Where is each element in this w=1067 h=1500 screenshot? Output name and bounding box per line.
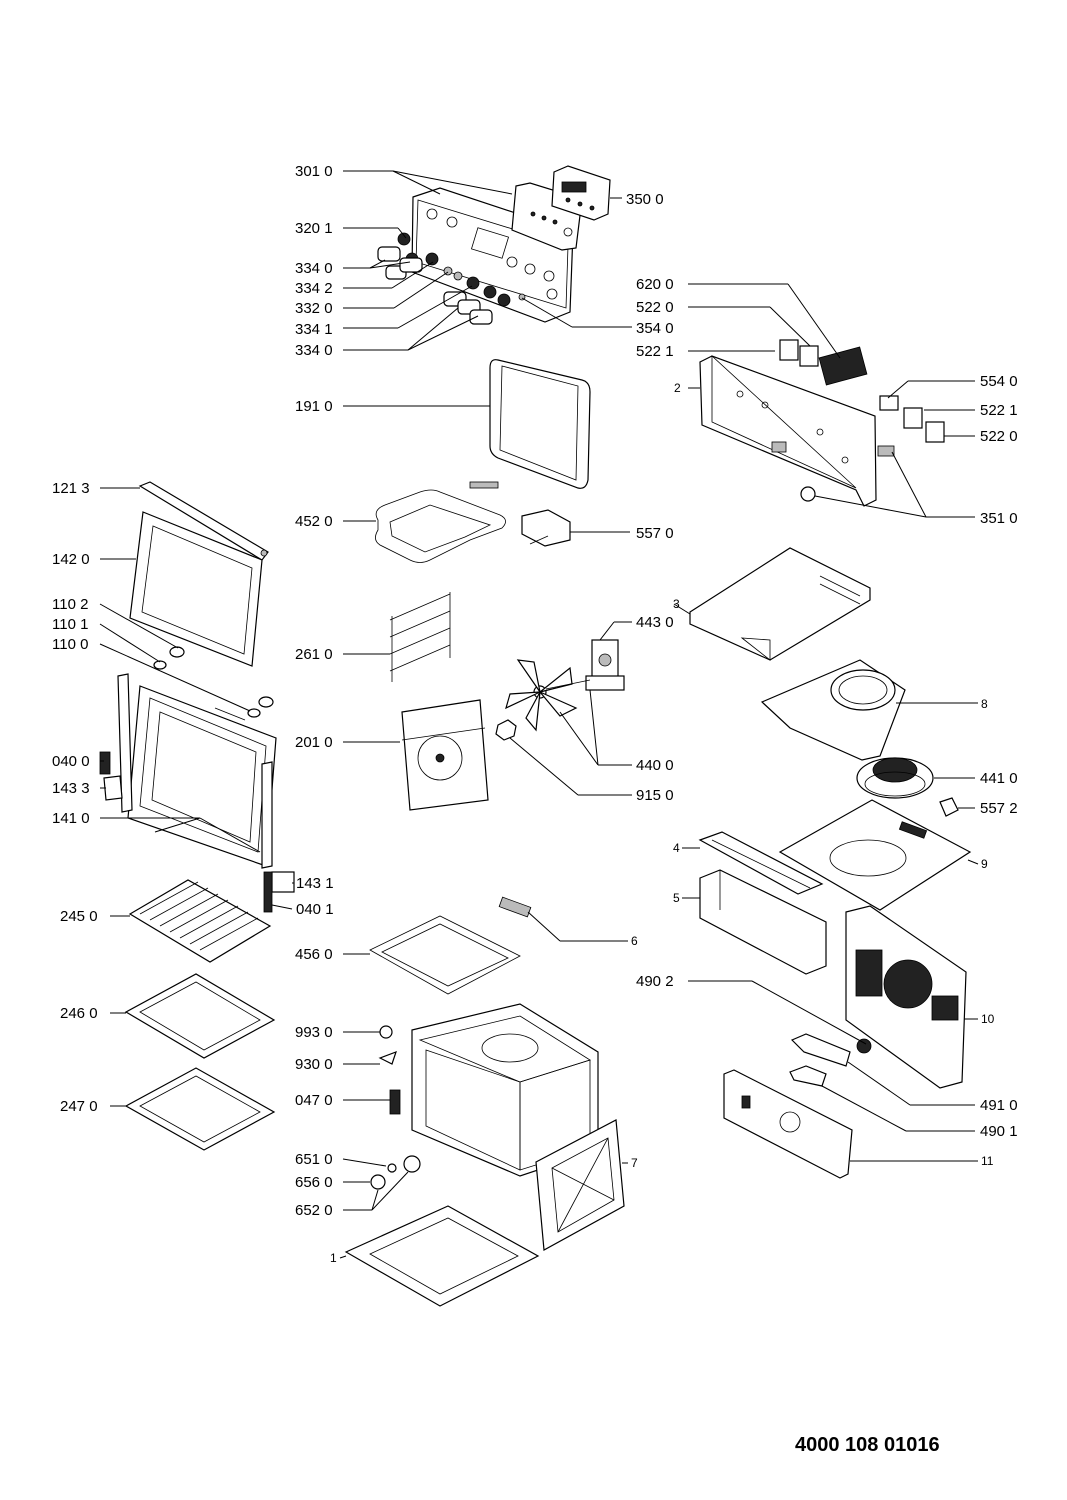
control-knobs xyxy=(377,232,526,325)
selector-switches xyxy=(779,339,945,502)
part-label: 332 0 xyxy=(295,300,333,317)
part-label: 557 2 xyxy=(980,800,1018,817)
leader-lines xyxy=(99,170,979,1259)
fan-housing xyxy=(760,659,906,761)
part-label: 191 0 xyxy=(295,398,333,415)
part-label: 620 0 xyxy=(636,276,674,293)
part-label: 522 0 xyxy=(636,299,674,316)
part-label: 040 1 xyxy=(296,901,334,918)
part-label: 491 0 xyxy=(980,1097,1018,1114)
clock-programmer xyxy=(551,165,611,221)
part-label: 201 0 xyxy=(295,734,333,751)
part-label: 993 0 xyxy=(295,1024,333,1041)
part-label: 441 0 xyxy=(980,770,1018,787)
part-label: 443 0 xyxy=(636,614,674,631)
door-top-trim xyxy=(138,481,269,561)
rear-cover xyxy=(723,1069,853,1179)
top-heating-element xyxy=(375,481,506,563)
part-label: 351 0 xyxy=(980,510,1018,527)
part-label: 110 0 xyxy=(52,636,88,653)
fan-cover xyxy=(401,699,489,811)
door-hinges xyxy=(99,751,295,913)
part-label: 5 xyxy=(673,891,680,905)
part-label: 350 0 xyxy=(626,191,664,208)
part-label: 320 1 xyxy=(295,220,333,237)
part-label: 522 1 xyxy=(980,402,1018,419)
part-label: 656 0 xyxy=(295,1174,333,1191)
outer-door-glass xyxy=(129,511,263,667)
bottom-plate xyxy=(344,1205,540,1307)
limit-thermostat xyxy=(939,797,959,817)
fan-blade xyxy=(505,659,591,732)
control-bracket xyxy=(699,355,877,507)
part-label: 354 0 xyxy=(636,320,674,337)
fan-motor xyxy=(585,639,625,691)
part-label: 247 0 xyxy=(60,1098,98,1115)
part-label: 490 2 xyxy=(636,973,674,990)
front-frame xyxy=(535,1119,625,1251)
deep-tray xyxy=(124,1067,276,1151)
part-label: 040 0 xyxy=(52,753,90,770)
part-label: 440 0 xyxy=(636,757,674,774)
part-label: 334 0 xyxy=(295,342,333,359)
part-label: 554 0 xyxy=(980,373,1018,390)
bottom-channel xyxy=(698,831,824,895)
small-parts xyxy=(370,1025,421,1190)
lower-heating-element xyxy=(369,896,532,995)
part-label: 142 0 xyxy=(52,551,90,568)
part-label: 557 0 xyxy=(636,525,674,542)
part-label: 143 3 xyxy=(52,780,90,797)
part-label: 3 xyxy=(673,597,680,611)
part-label: 4 xyxy=(673,841,680,855)
terminal-blocks xyxy=(789,1033,872,1087)
rear-panel xyxy=(845,905,967,1089)
part-label: 110 1 xyxy=(52,616,88,633)
door-seal xyxy=(489,359,591,489)
part-labels: 301 0 350 0 320 1 334 0 334 2 332 0 334 … xyxy=(52,163,1018,1265)
part-label: 9 xyxy=(981,857,988,871)
part-label: 141 0 xyxy=(52,810,90,827)
part-label: 651 0 xyxy=(295,1151,333,1168)
part-label: 452 0 xyxy=(295,513,333,530)
part-label: 121 3 xyxy=(52,480,90,497)
part-label: 522 1 xyxy=(636,343,674,360)
fan-nut xyxy=(495,719,517,741)
side-bracket xyxy=(699,869,827,975)
document-number: 4000 108 01016 xyxy=(795,1434,940,1456)
rear-plate xyxy=(778,799,972,911)
part-label: 490 1 xyxy=(980,1123,1018,1140)
part-label: 11 xyxy=(981,1154,994,1168)
part-label: 522 0 xyxy=(980,428,1018,445)
wire-shelf xyxy=(128,879,272,963)
part-label: 7 xyxy=(631,1156,638,1170)
part-label: 2 xyxy=(674,381,681,395)
part-label: 047 0 xyxy=(295,1092,333,1109)
part-label: 301 0 xyxy=(295,163,333,180)
part-label: 1 xyxy=(330,1251,337,1265)
circular-element xyxy=(856,757,934,799)
glass-spacers xyxy=(153,646,274,721)
shelf-support xyxy=(389,592,451,682)
top-cover-plate xyxy=(689,547,871,661)
part-label: 8 xyxy=(981,697,988,711)
part-label: 245 0 xyxy=(60,908,98,925)
part-label: 143 1 xyxy=(296,875,334,892)
part-label: 261 0 xyxy=(295,646,333,663)
part-label: 456 0 xyxy=(295,946,333,963)
thermostat xyxy=(521,509,571,547)
shallow-tray xyxy=(124,973,276,1059)
part-label: 334 0 xyxy=(295,260,333,277)
part-label: 334 2 xyxy=(295,280,333,297)
door-side-profiles xyxy=(117,673,273,869)
part-label: 915 0 xyxy=(636,787,674,804)
part-label: 10 xyxy=(981,1012,995,1026)
part-label: 334 1 xyxy=(295,321,333,338)
part-label: 930 0 xyxy=(295,1056,333,1073)
part-label: 110 2 xyxy=(52,596,88,613)
part-label: 246 0 xyxy=(60,1005,98,1022)
part-label: 6 xyxy=(631,934,638,948)
part-label: 652 0 xyxy=(295,1202,333,1219)
